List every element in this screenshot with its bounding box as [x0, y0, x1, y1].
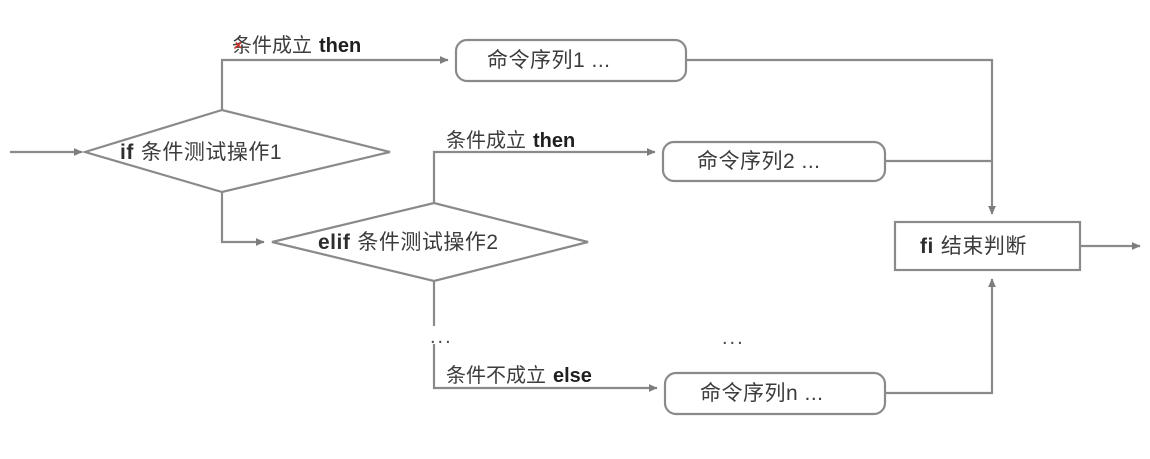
end-shape: [893, 220, 1082, 272]
edge-else-label: 条件不成立 else: [446, 366, 592, 386]
decision-if-text: 条件测试操作1: [140, 141, 283, 164]
edge-to-elif: [220, 192, 265, 246]
edge-then2-label: 条件成立 then: [446, 131, 575, 151]
edge-cn-to-fi: [885, 278, 996, 395]
end-label: fi 结束判断: [920, 236, 1027, 257]
edge-then1-label: 条件成立 then: [232, 36, 361, 56]
edge-c1-to-fi: [686, 58, 996, 215]
edge-then1-keyword: then: [319, 35, 362, 57]
edge-then2-condition: 条件成立: [446, 130, 526, 152]
decision-elif-label: elif 条件测试操作2: [318, 232, 499, 253]
end-keyword: fi: [920, 235, 934, 258]
command1-label: 命令序列1 ...: [487, 49, 611, 72]
decision-elif-text: 条件测试操作2: [357, 231, 499, 254]
decision-if-label: if 条件测试操作1: [120, 142, 282, 163]
end-text: 结束判断: [940, 235, 1027, 258]
decision-elif-shape: [271, 201, 589, 283]
decision-if-shape: [81, 108, 391, 194]
edge-then2-keyword: then: [533, 130, 576, 152]
branch-ellipsis: ...: [430, 326, 453, 348]
edge-then1-condition: 条件成立: [232, 35, 312, 57]
edge-else-condition: 条件不成立: [446, 365, 546, 387]
edge-then2: [432, 148, 656, 203]
command2-label: 命令序列2 ...: [697, 150, 821, 173]
commandn-label: 命令序列n ...: [700, 382, 824, 405]
middle-ellipsis: ...: [722, 327, 745, 349]
decision-if-keyword: if: [120, 141, 134, 164]
edge-then1: [220, 56, 449, 110]
edge-else-lower: [432, 344, 658, 392]
edge-else-keyword: else: [553, 365, 592, 387]
decision-elif-keyword: elif: [318, 231, 351, 254]
